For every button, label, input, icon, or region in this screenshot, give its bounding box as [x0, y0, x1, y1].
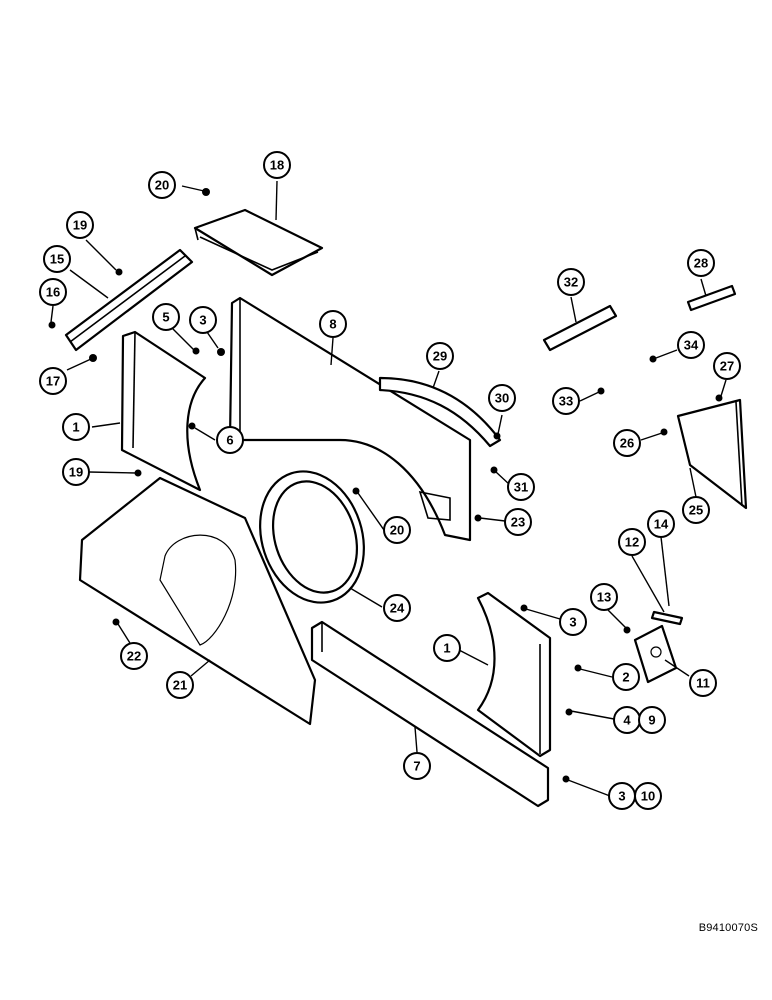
svg-text:29: 29: [433, 349, 447, 364]
svg-text:19: 19: [73, 218, 87, 233]
part-plate-11: [633, 624, 678, 684]
callout-12: 12: [618, 528, 646, 556]
callout-27: 27: [713, 352, 741, 380]
callout-6: 6: [216, 426, 244, 454]
callout-14: 14: [647, 510, 675, 538]
callout-21: 21: [166, 671, 194, 699]
svg-text:16: 16: [46, 285, 60, 300]
callout-18: 18: [263, 151, 291, 179]
svg-text:26: 26: [620, 436, 634, 451]
svg-text:8: 8: [329, 317, 336, 332]
svg-text:7: 7: [413, 759, 420, 774]
part-plate-25: [676, 398, 748, 510]
svg-text:33: 33: [559, 394, 573, 409]
svg-text:20: 20: [155, 178, 169, 193]
part-tray-18: [193, 208, 324, 277]
callout-34: 34: [677, 331, 705, 359]
callout-10: 10: [634, 782, 662, 810]
callout-2: 2: [612, 663, 640, 691]
svg-text:21: 21: [173, 678, 187, 693]
callout-28: 28: [687, 249, 715, 277]
callout-7: 7: [403, 752, 431, 780]
svg-text:1: 1: [443, 641, 450, 656]
svg-text:5: 5: [162, 310, 169, 325]
callout-29: 29: [426, 342, 454, 370]
part-bar-15: [64, 248, 194, 352]
svg-text:12: 12: [625, 535, 639, 550]
callout-24: 24: [383, 594, 411, 622]
part-plate-1-lower: [476, 591, 552, 758]
svg-text:24: 24: [390, 601, 405, 616]
svg-text:3: 3: [618, 789, 625, 804]
callout-23: 23: [504, 508, 532, 536]
svg-text:30: 30: [495, 391, 509, 406]
svg-text:3: 3: [569, 615, 576, 630]
callout-19-top: 19: [66, 211, 94, 239]
callout-26: 26: [613, 429, 641, 457]
svg-text:25: 25: [689, 503, 703, 518]
svg-text:19: 19: [69, 465, 83, 480]
callout-30: 30: [488, 384, 516, 412]
callout-1-upper: 1: [62, 413, 90, 441]
part-bar-7: [310, 620, 550, 808]
callout-3-lower: 3: [608, 782, 636, 810]
svg-text:13: 13: [597, 590, 611, 605]
figure-code: B9410070S: [698, 922, 758, 934]
svg-text:15: 15: [50, 252, 64, 267]
callout-13: 13: [590, 583, 618, 611]
svg-text:2: 2: [622, 670, 629, 685]
hardware-fasteners: [48, 188, 723, 783]
svg-text:4: 4: [623, 713, 631, 728]
svg-text:23: 23: [511, 515, 525, 530]
svg-text:27: 27: [720, 359, 734, 374]
svg-text:28: 28: [694, 256, 708, 271]
callout-11: 11: [689, 669, 717, 697]
svg-text:31: 31: [514, 480, 528, 495]
svg-text:32: 32: [564, 275, 578, 290]
svg-text:18: 18: [270, 158, 284, 173]
callout-25: 25: [682, 496, 710, 524]
svg-text:6: 6: [226, 433, 233, 448]
part-plate-1-upper: [120, 330, 207, 492]
callout-22: 22: [120, 642, 148, 670]
part-strip-12: [650, 610, 684, 626]
part-rod-32: [542, 304, 618, 352]
callout-1-lower: 1: [433, 634, 461, 662]
svg-text:1: 1: [72, 420, 79, 435]
svg-text:9: 9: [648, 713, 655, 728]
svg-text:10: 10: [641, 789, 655, 804]
callout-16: 16: [39, 278, 67, 306]
svg-text:34: 34: [684, 338, 699, 353]
svg-text:17: 17: [46, 374, 60, 389]
callout-9: 9: [638, 706, 666, 734]
callout-19-mid: 19: [62, 458, 90, 486]
callout-5: 5: [152, 303, 180, 331]
callout-20-top: 20: [148, 171, 176, 199]
svg-text:3: 3: [199, 313, 206, 328]
svg-text:11: 11: [696, 676, 710, 691]
callout-3-mid: 3: [559, 608, 587, 636]
part-plate-21: [78, 476, 317, 726]
callout-20-mid: 20: [383, 516, 411, 544]
callout-33: 33: [552, 387, 580, 415]
callout-31: 31: [507, 473, 535, 501]
part-flange-29: [378, 376, 502, 448]
svg-text:22: 22: [127, 649, 141, 664]
callout-32: 32: [557, 268, 585, 296]
svg-text:20: 20: [390, 523, 404, 538]
part-panel-8: [228, 296, 472, 542]
callout-17: 17: [39, 367, 67, 395]
callout-15: 15: [43, 245, 71, 273]
part-pin-28: [686, 284, 737, 312]
callout-8: 8: [319, 310, 347, 338]
part-ring-24: [259, 470, 365, 604]
callout-3-upper: 3: [189, 306, 217, 334]
callout-4: 4: [613, 706, 641, 734]
svg-text:14: 14: [654, 517, 669, 532]
